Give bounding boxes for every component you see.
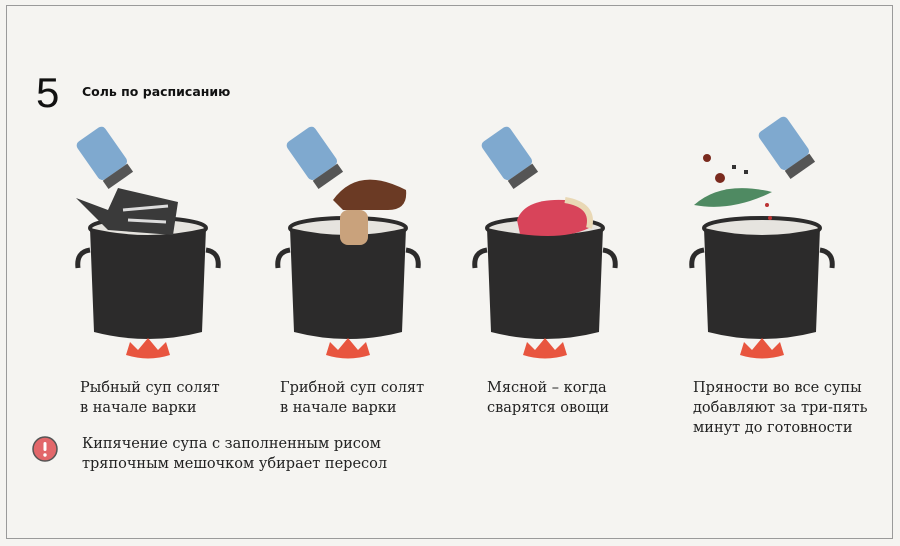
tip-text: Кипячение супа с заполненным рисом тряпо… [82,436,388,472]
salt-shaker-icon [286,126,344,189]
section-number: 5 [36,69,60,116]
flame-icon [326,338,370,359]
mushroom-icon [333,179,407,245]
caption-mushroom-soup: Грибной суп солят в начале варки [280,380,425,416]
step-spices [662,110,862,370]
salt-shaker-icon [76,126,134,189]
salt-shaker-icon [758,116,816,179]
section-title: Соль по расписанию [82,84,231,99]
pot-icon [75,216,221,339]
caption-meat-soup: Мясной – когда сварятся овощи [487,380,610,416]
caption-spices: Пряности во все супы добавляют за три-пя… [693,380,868,436]
exclamation-icon [32,436,58,462]
flame-icon [126,338,170,359]
step-meat-soup [445,110,645,370]
salt-shaker-icon [481,126,539,189]
step-mushroom-soup [248,110,448,370]
meat-icon [517,197,593,236]
pot-icon [472,216,618,339]
step-fish-soup [48,110,248,370]
flame-icon [523,338,567,359]
flame-icon [740,338,784,359]
pot-icon [689,216,835,339]
spices-icon [694,154,772,220]
infographic-frame [6,5,893,539]
caption-fish-soup: Рыбный суп солят в начале варки [80,380,220,416]
fish-icon [76,188,178,235]
